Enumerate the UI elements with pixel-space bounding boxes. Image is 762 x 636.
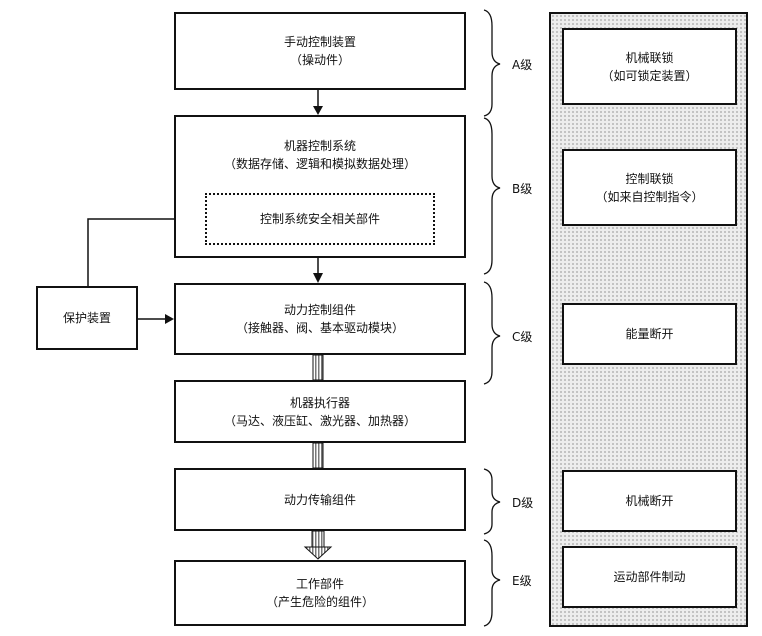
- power-control-title: 动力控制组件: [283, 303, 356, 317]
- safety-parts-title: 控制系统安全相关部件: [259, 212, 380, 226]
- hatched-connector-2: [312, 442, 324, 469]
- brace-c: [483, 281, 501, 385]
- transmission-title: 动力传输组件: [283, 492, 356, 507]
- arrow-manual-to-machine: [313, 90, 323, 115]
- machine-control-sub: （数据存储、逻辑和模拟数据处理）: [223, 157, 416, 171]
- working-parts-title: 工作部件: [295, 577, 344, 591]
- hatched-arrow-3: [303, 530, 333, 560]
- brace-b: [483, 117, 501, 275]
- hatched-connector-1: [312, 354, 324, 381]
- motion-brake-box: 运动部件制动: [562, 546, 737, 608]
- working-parts-box: 工作部件 （产生危险的组件）: [174, 560, 466, 626]
- mechanical-disconnect-box: 机械断开: [562, 470, 737, 532]
- manual-control-sub: （操动件）: [289, 53, 350, 67]
- level-c-label: C级: [512, 330, 533, 344]
- mechanical-interlock-box: 机械联锁 （如可锁定装置）: [562, 28, 737, 105]
- machine-control-title: 机器控制系统: [283, 139, 356, 153]
- protective-device-box: 保护装置: [36, 286, 138, 350]
- transmission-box: 动力传输组件: [174, 468, 466, 531]
- level-b-label: B级: [512, 182, 533, 196]
- actuators-sub: （马达、液压缸、激光器、加热器）: [223, 413, 416, 428]
- arrow-machine-to-power: [313, 258, 323, 283]
- actuators-box: 机器执行器 （马达、液压缸、激光器、加热器）: [174, 380, 466, 443]
- mechanical-interlock-sub: （如可锁定装置）: [601, 68, 698, 83]
- power-control-box: 动力控制组件 （接触器、阀、基本驱动模块）: [174, 283, 466, 355]
- energy-disconnect-title: 能量断开: [625, 327, 674, 341]
- brace-a: [483, 9, 501, 117]
- control-interlock-title: 控制联锁: [625, 171, 674, 186]
- motion-brake-title: 运动部件制动: [613, 570, 686, 584]
- protective-device-title: 保护装置: [62, 311, 111, 325]
- energy-disconnect-box: 能量断开: [562, 303, 737, 365]
- manual-control-title: 手动控制装置: [283, 35, 356, 49]
- level-a-label: A级: [512, 58, 533, 72]
- level-e-label: E级: [512, 574, 532, 588]
- control-interlock-box: 控制联锁 （如来自控制指令）: [562, 149, 737, 226]
- actuators-title: 机器执行器: [289, 395, 350, 410]
- working-parts-sub: （产生危险的组件）: [265, 595, 374, 609]
- brace-e: [483, 539, 501, 627]
- mechanical-interlock-title: 机械联锁: [625, 50, 674, 65]
- control-interlock-sub: （如来自控制指令）: [595, 189, 704, 204]
- level-d-label: D级: [512, 496, 534, 510]
- power-control-sub: （接触器、阀、基本驱动模块）: [235, 321, 404, 335]
- mechanical-disconnect-title: 机械断开: [625, 494, 674, 508]
- brace-d: [483, 468, 501, 535]
- arrow-protective-to-power: [138, 314, 174, 324]
- manual-control-box: 手动控制装置 （操动件）: [174, 12, 466, 90]
- safety-parts-box: 控制系统安全相关部件: [205, 193, 435, 245]
